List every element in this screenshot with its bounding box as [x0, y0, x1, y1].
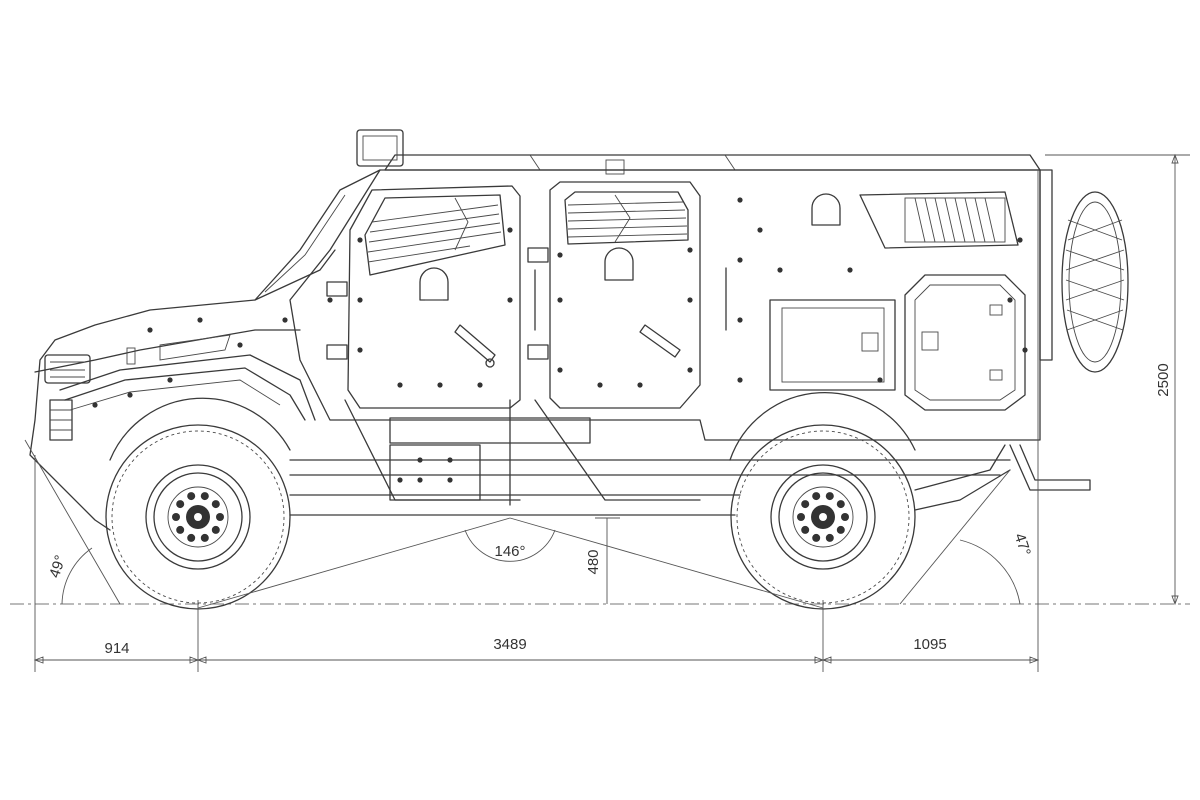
rivet [327, 297, 333, 303]
rivet [92, 402, 98, 408]
rear-wheel [730, 424, 916, 610]
rivet [757, 227, 763, 233]
front-wheel [105, 424, 291, 610]
rivet [147, 327, 153, 333]
rivet [847, 267, 853, 273]
rivet [557, 367, 563, 373]
rivet [687, 297, 693, 303]
wheel-lug-bolt [812, 533, 821, 542]
rivet [477, 382, 483, 388]
rivet [737, 317, 743, 323]
wheel-lug-bolt [836, 525, 845, 534]
rivet [597, 382, 603, 388]
wheel-lug-bolt [200, 533, 209, 542]
wheel-lug-bolt [200, 492, 209, 501]
rivet [197, 317, 203, 323]
rivet [1017, 237, 1023, 243]
height-label: 2500 [1155, 363, 1172, 396]
rivet [557, 297, 563, 303]
rivet [357, 297, 363, 303]
departure-angle-label: 47° [1011, 531, 1034, 558]
wheel-lug-bolt [176, 500, 185, 509]
wheel-lug-bolt [825, 533, 834, 542]
rivet [127, 392, 133, 398]
wheelbase-label: 3489 [493, 636, 526, 653]
rivet [737, 257, 743, 263]
ground-clearance-label: 480 [585, 549, 602, 574]
side-step [344, 399, 701, 506]
wheel-lug-bolt [812, 492, 821, 501]
wheel-lug-bolt [836, 500, 845, 509]
rear-door [527, 181, 727, 409]
rivet [447, 457, 453, 463]
rivet [417, 477, 423, 483]
wheel-lug-bolt [211, 525, 220, 534]
rivet [417, 457, 423, 463]
wheel-lug-bolt [801, 525, 810, 534]
wheel-lug-bolt [797, 513, 805, 521]
wheel-lug-bolt [172, 513, 180, 521]
front-door [326, 185, 521, 409]
spare-wheel [1009, 169, 1129, 491]
rivet [1022, 347, 1028, 353]
rivet [167, 377, 173, 383]
approach-angle-label: 49° [46, 553, 69, 580]
rivet [687, 247, 693, 253]
rivet [282, 317, 288, 323]
rivet [737, 197, 743, 203]
body-rivets [92, 197, 1028, 542]
rear-overhang-label: 1095 [913, 636, 946, 653]
rivet [357, 347, 363, 353]
rivet [877, 377, 883, 383]
rivet [1007, 297, 1013, 303]
rivet [237, 342, 243, 348]
rivet [397, 382, 403, 388]
vehicle-body [29, 129, 1041, 531]
rivet [447, 477, 453, 483]
wheel-lug-bolt [187, 492, 196, 501]
wheel-lug-bolt [176, 525, 185, 534]
rivet [687, 367, 693, 373]
breakover-angle-label: 146° [494, 543, 525, 560]
wheel-lug-bolt [841, 513, 849, 521]
wheel-lug-bolt [211, 500, 220, 509]
front-overhang-label: 914 [104, 640, 129, 657]
wheel-lug-bolt [801, 500, 810, 509]
rivet [507, 297, 513, 303]
rivet [737, 377, 743, 383]
rivet [437, 382, 443, 388]
wheel-lug-bolt [187, 533, 196, 542]
dimension-lines [24, 153, 1190, 672]
rivet [637, 382, 643, 388]
rivet [557, 252, 563, 258]
rivet [397, 477, 403, 483]
rivet [507, 227, 513, 233]
rivet [777, 267, 783, 273]
rivet [357, 237, 363, 243]
rear-compartment [769, 191, 1026, 411]
wheel-lug-bolt [825, 492, 834, 501]
wheel-lug-bolt [216, 513, 224, 521]
